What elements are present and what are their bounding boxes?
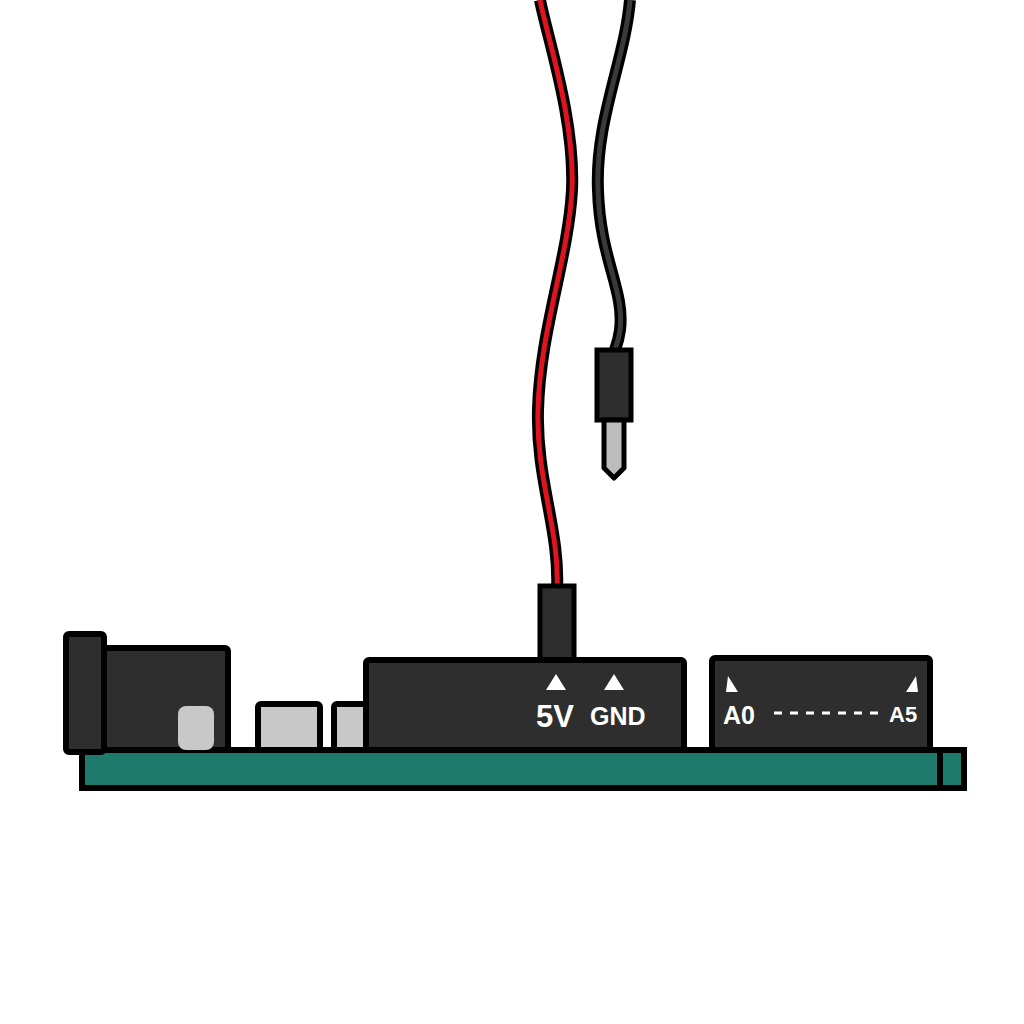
jack-opening bbox=[178, 706, 214, 750]
power-jack-flange bbox=[66, 634, 104, 752]
analog-header bbox=[712, 658, 930, 750]
jumper-plug bbox=[540, 586, 574, 662]
pin-marker bbox=[604, 674, 624, 690]
red-wire bbox=[538, 0, 572, 590]
pin-marker bbox=[906, 676, 918, 692]
usb-component bbox=[258, 704, 320, 750]
pin-label: A0 bbox=[723, 703, 755, 728]
black-wire bbox=[598, 0, 630, 354]
jumper-pin bbox=[604, 420, 624, 478]
circuit-board bbox=[82, 750, 964, 788]
pin-marker bbox=[546, 674, 566, 690]
power-jack bbox=[104, 648, 228, 750]
wire-outline bbox=[598, 0, 630, 354]
jumper-plug bbox=[597, 350, 631, 420]
board-edge bbox=[940, 750, 964, 788]
pin-label: A5 bbox=[889, 704, 917, 726]
pin-label: GND bbox=[590, 704, 646, 729]
wire-outline bbox=[538, 0, 572, 590]
pin-label: 5V bbox=[536, 701, 574, 732]
small-component bbox=[334, 704, 368, 750]
pin-marker bbox=[726, 676, 738, 692]
power-header bbox=[366, 660, 684, 750]
pin-range-dashes bbox=[774, 712, 878, 715]
